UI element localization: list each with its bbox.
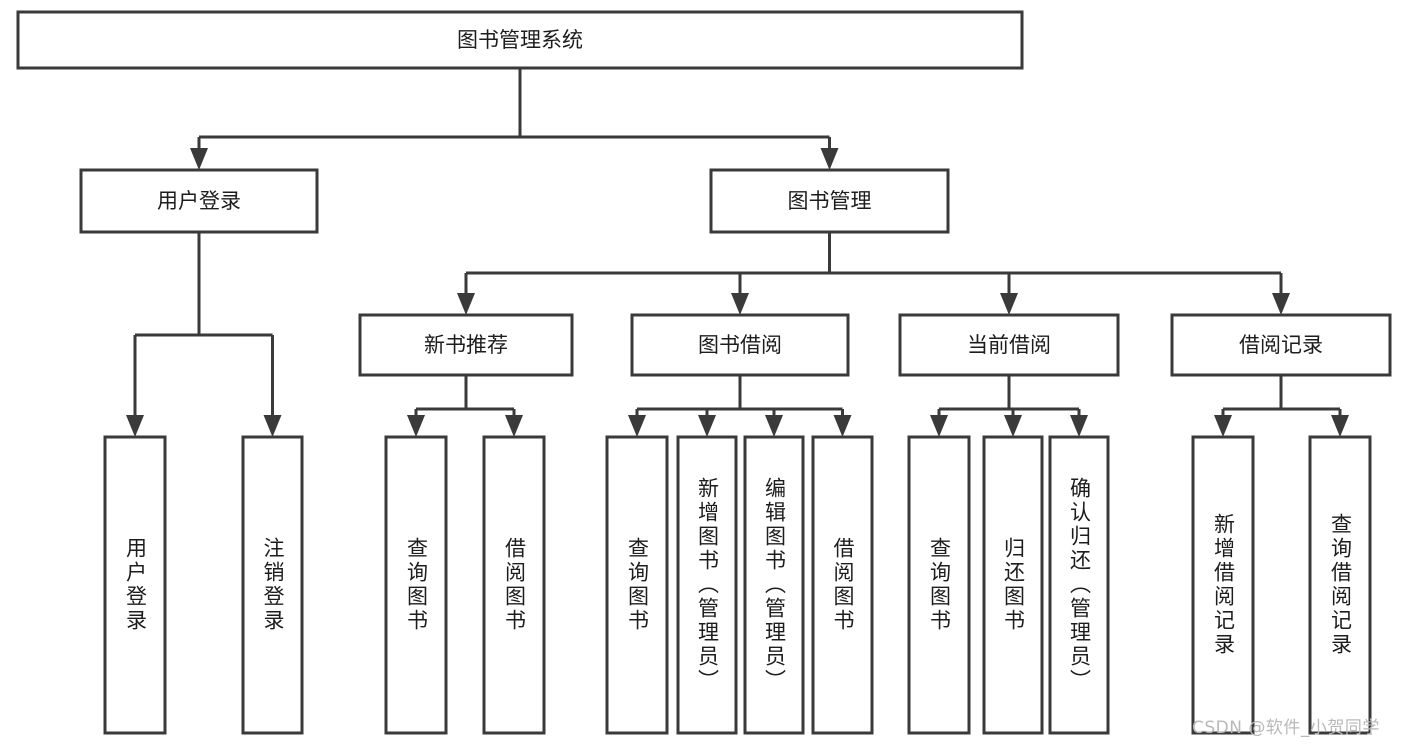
level2-node-box[interactable] [709, 168, 950, 234]
leaf-node-box[interactable] [982, 435, 1044, 735]
book-mgmt-to-level3-arrowhead [1272, 293, 1290, 315]
node-e696b0e4b9a6e68ea8e88d90-to-leaves-arrowhead [505, 415, 523, 437]
level3-node-box[interactable] [358, 313, 574, 377]
root-to-level2-arrowhead [190, 148, 208, 170]
node-e59bbee4b9a6e5809fe99885-to-leaves-arrowhead [833, 415, 852, 437]
node-e696b0e4b9a6e68ea8e88d90-to-leaves-arrowhead [407, 415, 425, 437]
node-e59bbee4b9a6e5809fe99885-to-leaves-arrowhead [698, 415, 716, 437]
leaf-node-box[interactable] [482, 435, 546, 735]
leaf-node-box[interactable] [676, 435, 738, 735]
book-mgmt-to-level3-arrowhead [1000, 293, 1018, 315]
root-node-box[interactable] [16, 10, 1024, 70]
node-e5809fe99885e8aeb0e5bd95-to-leaves-arrowhead [1331, 415, 1349, 437]
leaf-node-box[interactable] [1308, 435, 1372, 735]
level3-node-label: 当前借阅 [967, 333, 1051, 357]
leaf-node-box[interactable] [103, 435, 167, 735]
user-login-to-leaves-arrowhead [263, 415, 282, 437]
level2-node-label: 用户登录 [157, 189, 241, 213]
leaf-node-box[interactable] [1048, 435, 1110, 735]
level2-node-label: 图书管理 [788, 189, 872, 213]
root-node-label: 图书管理系统 [457, 28, 583, 52]
level2-node-box[interactable] [79, 168, 319, 234]
user-login-to-leaves-arrowhead [126, 415, 144, 437]
node-e5bd93e5898de5809fe99885-to-leaves-arrowhead [1004, 415, 1022, 437]
leaf-node-box[interactable] [907, 435, 971, 735]
level3-node-box[interactable] [630, 313, 850, 377]
level3-node-box[interactable] [1170, 313, 1392, 377]
root-to-level2-arrowhead [820, 148, 839, 170]
node-e59bbee4b9a6e5809fe99885-to-leaves-arrowhead [765, 415, 783, 437]
node-e5bd93e5898de5809fe99885-to-leaves-arrowhead [1070, 415, 1088, 437]
node-box-layer [16, 10, 1392, 735]
connector-layer [126, 68, 1349, 437]
leaf-node-box[interactable] [1191, 435, 1255, 735]
node-e59bbee4b9a6e5809fe99885-to-leaves-arrowhead [628, 415, 646, 437]
node-e5bd93e5898de5809fe99885-to-leaves-arrowhead [930, 415, 948, 437]
leaf-node-box[interactable] [241, 435, 304, 735]
book-mgmt-to-level3-arrowhead [731, 293, 749, 315]
leaf-node-box[interactable] [743, 435, 805, 735]
level3-node-label: 图书借阅 [698, 333, 782, 357]
level3-node-label: 新书推荐 [424, 333, 508, 357]
leaf-node-box[interactable] [811, 435, 874, 735]
book-mgmt-to-level3-arrowhead [457, 293, 475, 315]
level3-node-box[interactable] [898, 313, 1120, 377]
level3-node-label: 借阅记录 [1239, 333, 1323, 357]
leaf-node-box[interactable] [384, 435, 448, 735]
node-e5809fe99885e8aeb0e5bd95-to-leaves-arrowhead [1214, 415, 1232, 437]
watermark: CSDN @软件_小贺同学 [1192, 718, 1380, 738]
leaf-node-box[interactable] [605, 435, 669, 735]
